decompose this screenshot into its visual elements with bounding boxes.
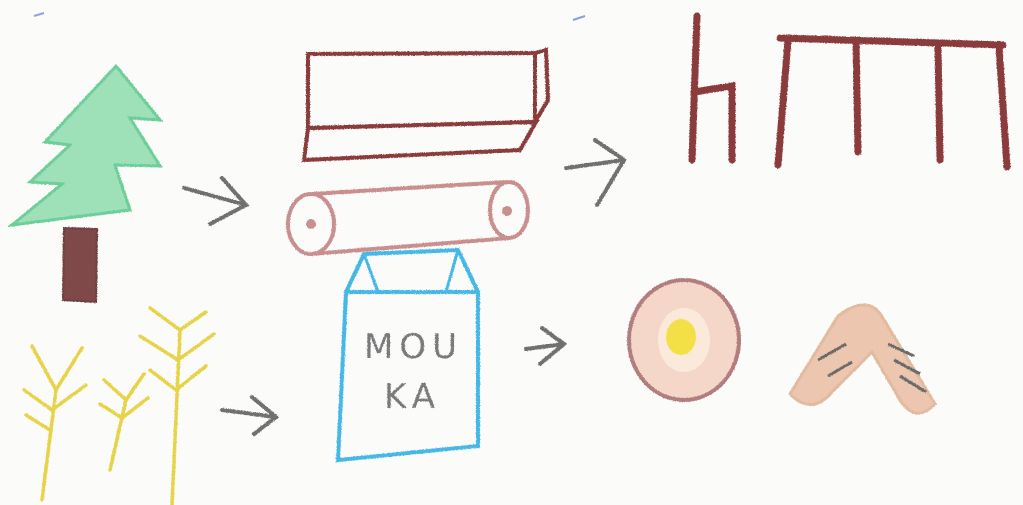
bun-icon — [629, 280, 739, 400]
planks-icon — [304, 50, 548, 160]
arrow-icon — [184, 178, 246, 224]
flour-bag-text-line1: MOU — [364, 327, 463, 367]
flour-bag-text-line2: KA — [384, 377, 441, 417]
chair-icon — [692, 16, 732, 160]
table-icon — [778, 38, 1007, 167]
log-icon — [288, 182, 528, 254]
wheat-icon — [24, 308, 214, 505]
arrow-icon — [222, 397, 276, 434]
pine-tree-icon — [12, 66, 160, 302]
arrow-icon — [526, 328, 564, 364]
arrow-icon — [566, 140, 624, 205]
croissant-icon — [790, 305, 935, 413]
flour-bag-icon: MOU KA — [338, 250, 478, 460]
paper-specks — [34, 13, 585, 20]
